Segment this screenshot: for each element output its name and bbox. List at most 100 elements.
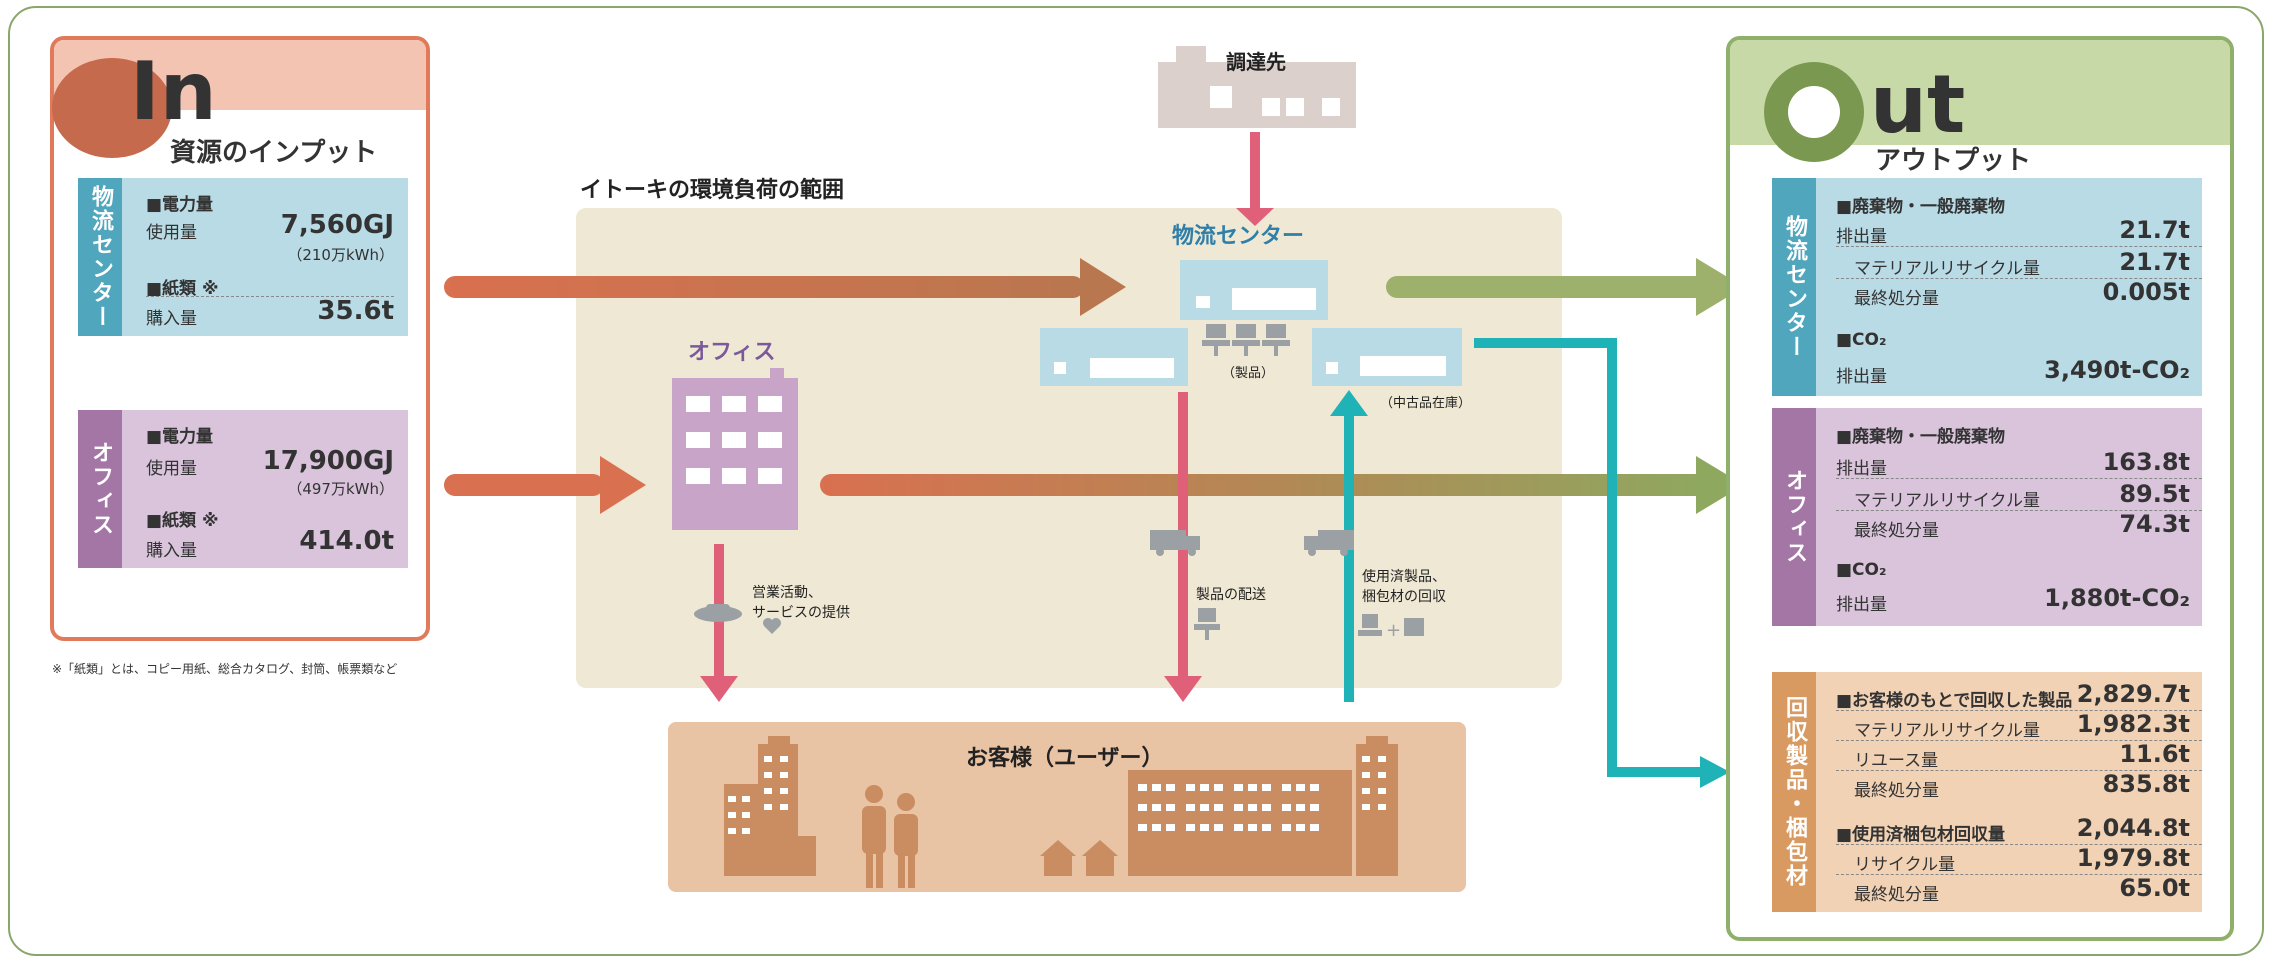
office-label: オフィス bbox=[688, 340, 776, 365]
input-office-usage-value: 17,900GJ bbox=[262, 446, 394, 476]
collection-items-icon: + bbox=[1358, 614, 1424, 641]
collection-label: 使用済製品、 梱包材の回収 bbox=[1362, 569, 1446, 605]
output-logistics-waste-title: ■廃棄物・一般廃棄物 bbox=[1836, 197, 2006, 217]
output-logistics-emission-label: 排出量 bbox=[1836, 227, 1887, 247]
flow-arrow-office-to-out bbox=[820, 456, 1744, 514]
customer-label: お客様（ユーザー） bbox=[966, 746, 1164, 771]
input-logistics-panel: 物流センター ■電力量 使用量 7,560GJ （210万kWh） ■紙類 ※ … bbox=[78, 178, 408, 336]
output-office-co2-label: 排出量 bbox=[1836, 595, 1887, 615]
output-recovery-reuse-label: リユース量 bbox=[1854, 751, 1939, 771]
input-logistics-purchase-label: 購入量 bbox=[146, 309, 197, 329]
input-office-usage-label: 使用量 bbox=[146, 459, 197, 479]
divider bbox=[146, 296, 394, 297]
flow-arrow-office-to-customer bbox=[700, 544, 738, 702]
input-office-electricity-title: ■電力量 bbox=[146, 427, 214, 447]
output-recovery-final-label: 最終処分量 bbox=[1854, 781, 1939, 801]
output-logistics-co2-title: ■CO₂ bbox=[1836, 330, 1887, 350]
flow-arrow-in-to-logistics bbox=[444, 258, 1126, 316]
input-office-panel: オフィス ■電力量 使用量 17,900GJ （497万kWh） ■紙類 ※ 購… bbox=[78, 410, 408, 568]
output-recovery-final-value: 835.8t bbox=[2102, 770, 2190, 798]
output-recovery-material-label: マテリアルリサイクル量 bbox=[1854, 721, 2040, 741]
output-recovery-reuse-value: 11.6t bbox=[2119, 740, 2190, 768]
logistics-building-icon bbox=[1180, 260, 1328, 320]
output-logistics-material-label: マテリアルリサイクル量 bbox=[1854, 259, 2040, 279]
input-office-purchase-label: 購入量 bbox=[146, 541, 197, 561]
output-recovery-products-value: 2,829.7t bbox=[2076, 680, 2190, 708]
reuse-stock-label: （中古品在庫） bbox=[1380, 396, 1472, 411]
heart-icon bbox=[763, 618, 781, 634]
collection-truck-icon bbox=[1304, 530, 1354, 556]
supplier-factory-icon bbox=[1158, 46, 1356, 128]
output-logistics-final-value: 0.005t bbox=[2102, 278, 2190, 306]
output-logistics-emission-value: 21.7t bbox=[2119, 216, 2190, 244]
output-office-waste-title: ■廃棄物・一般廃棄物 bbox=[1836, 427, 2006, 447]
output-office-co2-title: ■CO₂ bbox=[1836, 560, 1887, 580]
input-title-letter: In bbox=[130, 45, 217, 138]
svg-text:+: + bbox=[1386, 620, 1401, 641]
delivery-truck-icon bbox=[1150, 530, 1200, 556]
office-building-icon bbox=[672, 368, 798, 530]
diagram-frame bbox=[8, 6, 2264, 956]
output-recovery-material-value: 1,982.3t bbox=[2076, 710, 2190, 738]
flow-arrow-collection bbox=[1330, 390, 1368, 702]
flow-arrow-in-to-office bbox=[444, 456, 646, 514]
scope-title: イトーキの環境負荷の範囲 bbox=[580, 178, 845, 203]
output-office-panel: オフィス ■廃棄物・一般廃棄物 排出量 163.8t マテリアルリサイクル量 8… bbox=[1772, 408, 2202, 626]
output-office-final-label: 最終処分量 bbox=[1854, 521, 1939, 541]
output-office-emission-value: 163.8t bbox=[2102, 448, 2190, 476]
input-logistics-paper-title: ■紙類 ※ bbox=[146, 279, 219, 299]
input-logistics-usage-sub: （210万kWh） bbox=[287, 246, 394, 264]
product-label: （製品） bbox=[1222, 366, 1275, 381]
output-title-letter: ut bbox=[1870, 58, 1966, 151]
input-circle-icon bbox=[52, 58, 172, 158]
output-recovery-products-title: ■お客様のもとで回収した製品 bbox=[1836, 691, 2073, 711]
output-recovery-panel: 回収製品・梱包材 ■お客様のもとで回収した製品 2,829.7t マテリアルリサ… bbox=[1772, 672, 2202, 912]
input-logistics-usage-value: 7,560GJ bbox=[280, 210, 394, 240]
customer-buildings-left-icon bbox=[724, 736, 816, 876]
logistics-center-label: 物流センター bbox=[1172, 224, 1305, 249]
input-office-purchase-value: 414.0t bbox=[299, 526, 394, 556]
flow-arrow-logistics-to-out bbox=[1386, 258, 1744, 316]
input-office-usage-sub: （497万kWh） bbox=[287, 480, 394, 498]
output-office-final-value: 74.3t bbox=[2119, 510, 2190, 538]
customer-buildings-right-icon bbox=[1128, 736, 1398, 876]
input-logistics-electricity-title: ■電力量 bbox=[146, 195, 214, 215]
input-office-paper-title: ■紙類 ※ bbox=[146, 511, 219, 531]
output-office-tab: オフィス bbox=[1772, 408, 1816, 626]
output-office-emission-label: 排出量 bbox=[1836, 459, 1887, 479]
customer-people-icon bbox=[862, 785, 918, 888]
input-logistics-usage-label: 使用量 bbox=[146, 223, 197, 243]
output-logistics-co2-value: 3,490t-CO₂ bbox=[2044, 356, 2190, 384]
input-logistics-purchase-value: 35.6t bbox=[317, 296, 394, 326]
service-label: 営業活動、 サービスの提供 bbox=[752, 585, 850, 621]
output-subtitle: アウトプット bbox=[1875, 146, 2032, 176]
delivery-label: 製品の配送 bbox=[1196, 587, 1266, 603]
output-logistics-material-value: 21.7t bbox=[2119, 248, 2190, 276]
output-recovery-packaging-value: 2,044.8t bbox=[2076, 814, 2190, 842]
input-footnote: ※「紙類」とは、コピー用紙、総合カタログ、封筒、帳票類など bbox=[52, 662, 398, 676]
supplier-label: 調達先 bbox=[1226, 50, 1286, 74]
flow-arrow-reuse-to-recovery bbox=[1474, 338, 1730, 788]
output-logistics-tab: 物流センター bbox=[1772, 178, 1816, 396]
input-office-tab: オフィス bbox=[78, 410, 122, 568]
product-warehouse-icon bbox=[1040, 328, 1188, 386]
delivery-chair-icon bbox=[1194, 608, 1220, 640]
output-recovery-tab: 回収製品・梱包材 bbox=[1772, 672, 1816, 912]
output-office-material-value: 89.5t bbox=[2119, 480, 2190, 508]
output-recovery-recycle-label: リサイクル量 bbox=[1854, 855, 1956, 875]
output-logistics-final-label: 最終処分量 bbox=[1854, 289, 1939, 309]
output-office-co2-value: 1,880t-CO₂ bbox=[2044, 584, 2190, 612]
customer-houses-icon bbox=[1040, 840, 1118, 876]
output-recovery-final2-label: 最終処分量 bbox=[1854, 885, 1939, 905]
output-logistics-co2-label: 排出量 bbox=[1836, 367, 1887, 387]
input-logistics-tab: 物流センター bbox=[78, 178, 122, 336]
service-car-icon bbox=[694, 604, 742, 622]
output-office-material-label: マテリアルリサイクル量 bbox=[1854, 491, 2040, 511]
chairs-icon bbox=[1202, 324, 1290, 356]
output-recovery-final2-value: 65.0t bbox=[2119, 874, 2190, 902]
output-logistics-panel: 物流センター ■廃棄物・一般廃棄物 排出量 21.7t マテリアルリサイクル量 … bbox=[1772, 178, 2202, 396]
output-recovery-packaging-title: ■使用済梱包材回収量 bbox=[1836, 825, 2006, 845]
reuse-warehouse-icon bbox=[1312, 328, 1462, 386]
flow-arrow-supplier-to-logistics bbox=[1236, 132, 1274, 226]
